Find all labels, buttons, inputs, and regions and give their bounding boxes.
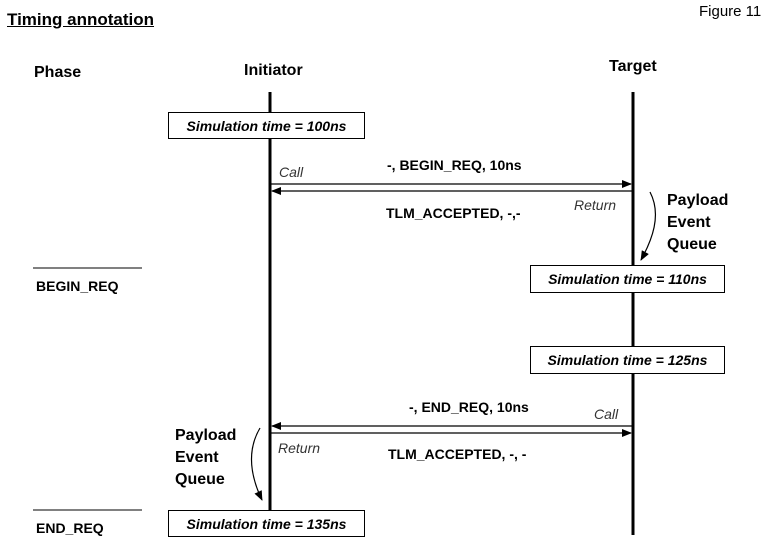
target-queue-curve xyxy=(640,191,657,261)
phase-header: Phase xyxy=(34,64,82,81)
phase-label-begin-req: BEGIN_REQ xyxy=(36,278,119,294)
sim-time-110-box: Simulation time = 110ns xyxy=(530,265,725,293)
queue-line-queue: Queue xyxy=(667,236,717,253)
end-req-message: -, END_REQ, 10ns xyxy=(409,399,529,415)
phase-label-end-req: END_REQ xyxy=(36,520,104,536)
return-label-1: Return xyxy=(574,197,617,213)
sim-time-100-box: Simulation time = 100ns xyxy=(168,112,365,139)
sim-time-135-box: Simulation time = 135ns xyxy=(168,510,365,537)
figure-label: Figure 11 xyxy=(699,3,762,20)
target-header: Target xyxy=(609,58,657,75)
initiator-payload-queue-label: Payload Event Queue xyxy=(175,425,236,491)
accepted-message-2: TLM_ACCEPTED, -, - xyxy=(388,446,527,462)
return-label-2: Return xyxy=(278,440,321,456)
diagram-title: Timing annotation xyxy=(7,10,155,29)
queue-line-payload: Payload xyxy=(667,192,729,209)
initiator-queue-curve xyxy=(250,427,263,501)
queue-line-event: Event xyxy=(667,214,711,231)
sim-time-125-box: Simulation time = 125ns xyxy=(530,346,725,374)
target-payload-queue-label: Payload Event Queue xyxy=(667,190,728,256)
call-label-1: Call xyxy=(279,164,304,180)
queue-line-payload: Payload xyxy=(175,427,237,444)
begin-req-message: -, BEGIN_REQ, 10ns xyxy=(387,157,522,173)
queue-line-queue: Queue xyxy=(175,471,225,488)
accepted-message-1: TLM_ACCEPTED, -,- xyxy=(386,205,521,221)
call-label-2: Call xyxy=(594,406,619,422)
initiator-header: Initiator xyxy=(244,62,303,79)
queue-line-event: Event xyxy=(175,449,219,466)
